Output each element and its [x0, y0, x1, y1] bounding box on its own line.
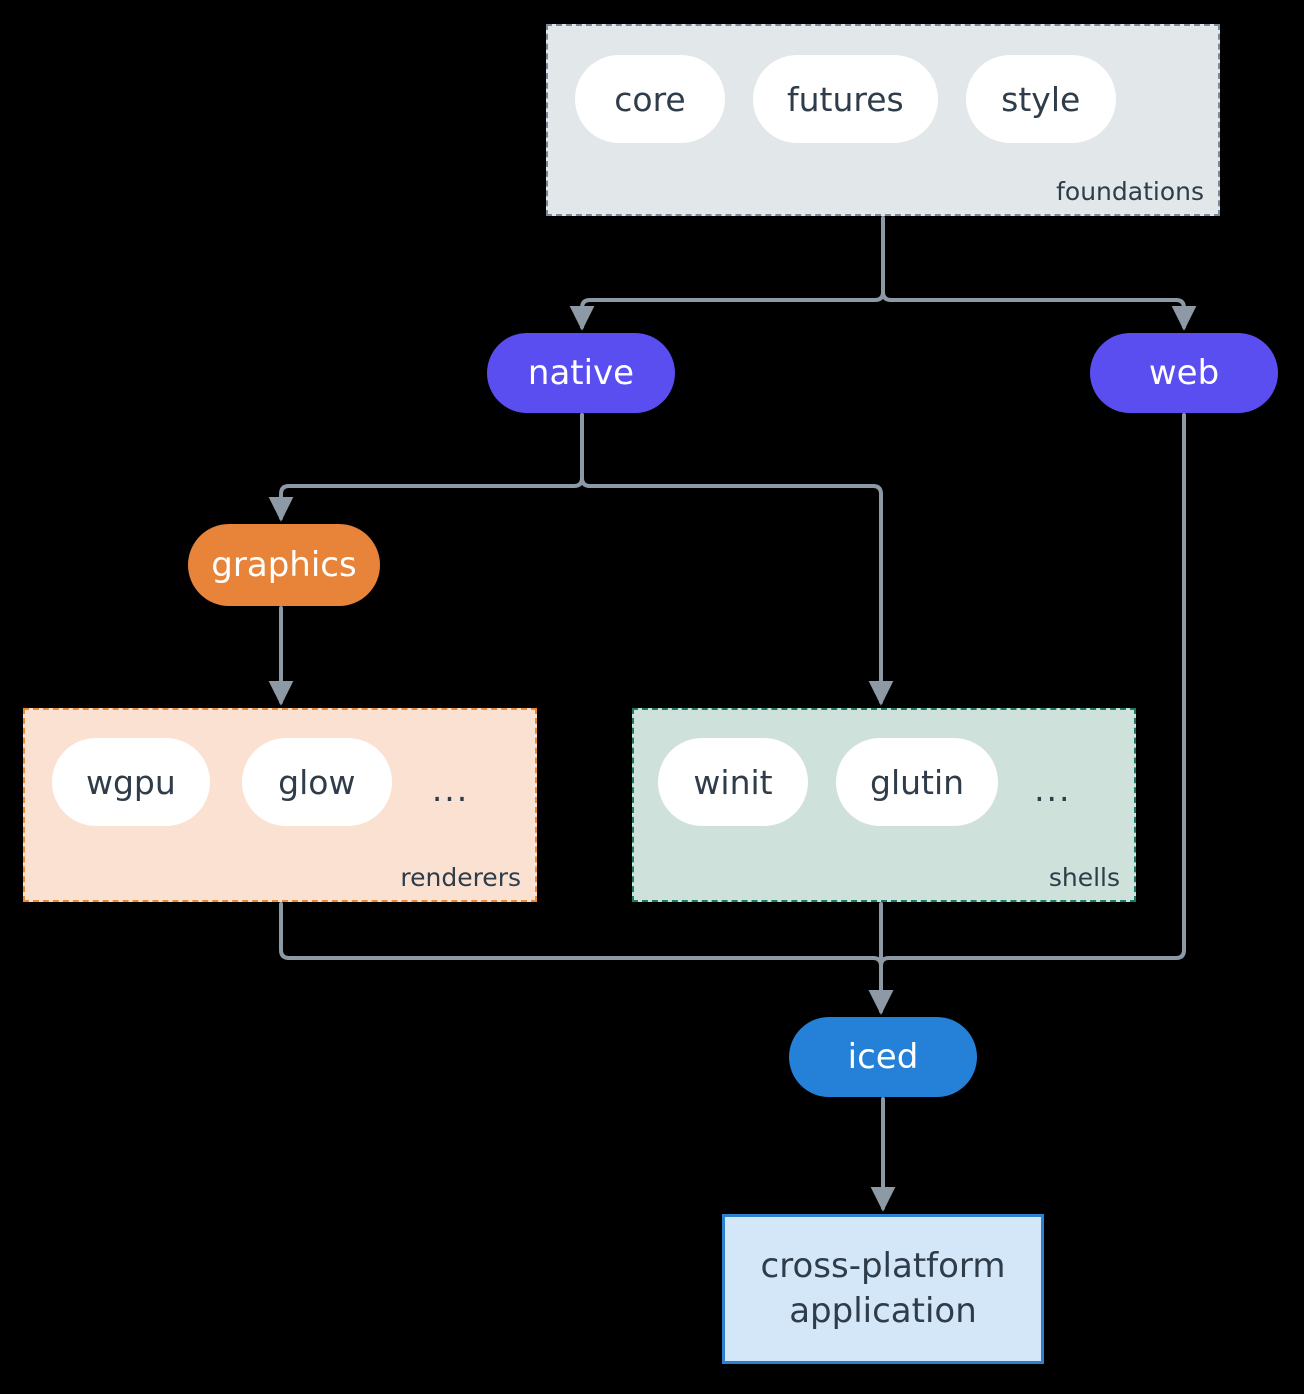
node-glow[interactable]: glow	[241, 738, 392, 826]
foundations-items: core futures style	[575, 55, 1116, 143]
edge-renderers-iced	[279, 902, 894, 1015]
cluster-shells: winit glutin ... shells	[632, 708, 1136, 902]
cluster-renderers: wgpu glow ... renderers	[23, 708, 537, 902]
node-graphics[interactable]: graphics	[188, 524, 380, 606]
edge-foundations-web	[881, 216, 1197, 331]
cluster-foundations: core futures style foundations	[546, 24, 1220, 216]
cluster-shells-label: shells	[1048, 863, 1120, 892]
edge-web-iced	[868, 413, 1186, 1015]
application-line-2: application	[789, 1291, 977, 1331]
renderers-ellipsis: ...	[431, 769, 470, 809]
edge-native-shells	[580, 413, 894, 706]
renderers-items: wgpu glow ...	[52, 738, 469, 826]
node-winit[interactable]: winit	[658, 738, 808, 826]
node-core[interactable]: core	[575, 55, 725, 143]
node-web[interactable]: web	[1090, 333, 1278, 413]
edge-foundations-native	[569, 216, 885, 331]
node-style[interactable]: style	[965, 55, 1116, 143]
application-line-1: cross-platform	[760, 1246, 1006, 1287]
node-glutin[interactable]: glutin	[836, 738, 999, 826]
node-native[interactable]: native	[487, 333, 675, 413]
node-cross-platform-application[interactable]: cross-platform application	[722, 1214, 1044, 1364]
node-wgpu[interactable]: wgpu	[52, 738, 210, 826]
shells-items: winit glutin ...	[658, 738, 1072, 826]
shells-ellipsis: ...	[1034, 769, 1072, 809]
cluster-foundations-label: foundations	[1056, 177, 1204, 206]
cluster-renderers-label: renderers	[400, 863, 521, 892]
node-futures[interactable]: futures	[753, 55, 938, 143]
edge-native-graphics	[268, 413, 584, 522]
node-iced[interactable]: iced	[789, 1017, 977, 1097]
